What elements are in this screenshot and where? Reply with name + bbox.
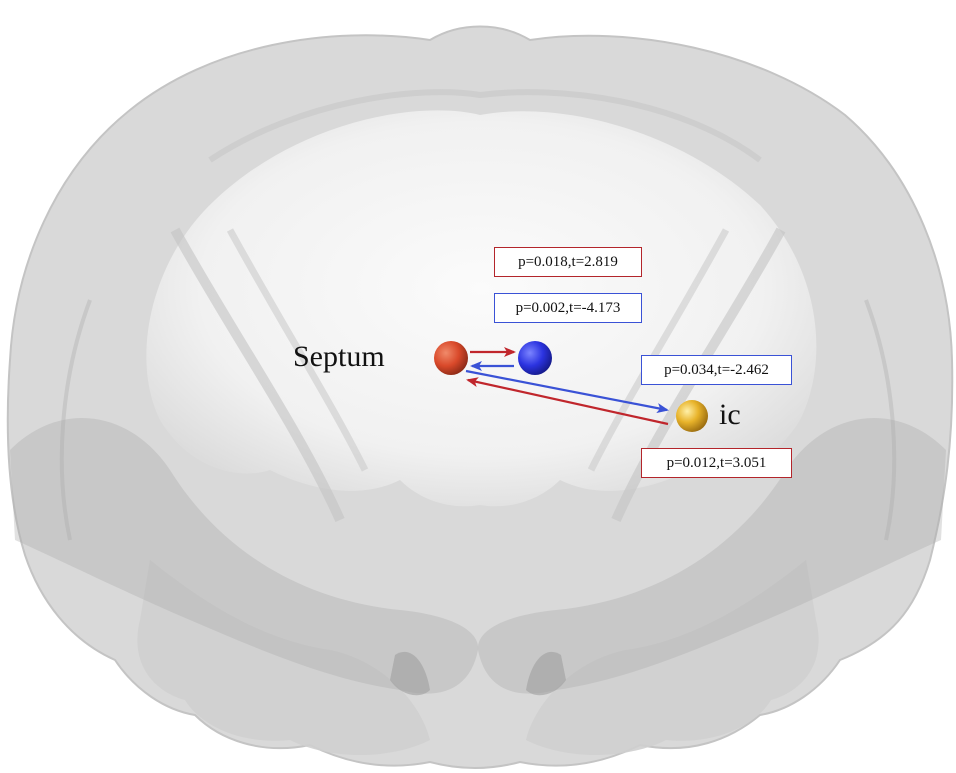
stat-ic-to-septum: p=0.012,t=3.051 (641, 448, 792, 478)
label-septum: Septum (293, 340, 385, 373)
stat-middle-to-septum: p=0.002,t=-4.173 (494, 293, 642, 323)
arrow-septum-to-ic (465, 369, 669, 414)
label-ic: ic (719, 398, 741, 431)
stat-septum-to-middle: p=0.018,t=2.819 (494, 247, 642, 277)
node-middle (518, 341, 552, 375)
arrow-ic-to-septum (466, 377, 669, 426)
node-septum (434, 341, 468, 375)
stat-septum-to-ic: p=0.034,t=-2.462 (641, 355, 792, 385)
node-ic (676, 400, 708, 432)
